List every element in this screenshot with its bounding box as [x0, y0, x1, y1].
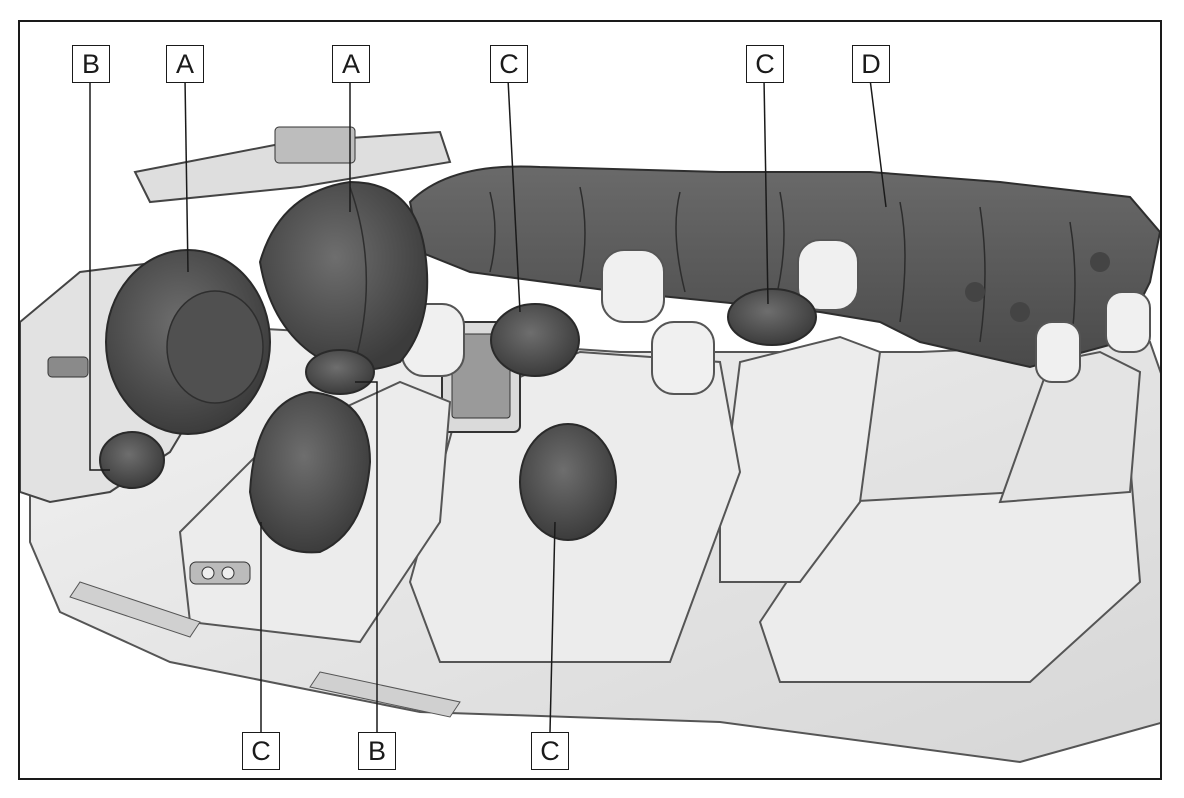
curtain-airbag-tethers: [965, 252, 1110, 322]
front-door-sill: [69, 581, 201, 638]
callout-c-second-row-seat-airbag: C: [531, 732, 569, 770]
callout-c-front-seat-side-airbag: C: [242, 732, 280, 770]
callout-d-curtain-airbag: D: [852, 45, 890, 83]
second-row-side-airbag-rear: [727, 288, 817, 346]
seat-adjust-controls: [189, 561, 251, 585]
leader-lines: [89, 78, 887, 733]
second-row-center-headrest: [651, 321, 715, 395]
rear-headrest-1: [1035, 321, 1081, 383]
curtain-airbag: [408, 165, 1160, 369]
passenger-front-airbag: [258, 180, 429, 371]
second-row-left-headrest: [601, 249, 665, 323]
callout-b-passenger-knee-airbag: B: [358, 732, 396, 770]
second-row-right-headrest: [797, 239, 859, 311]
callout-c-side-airbag-second-row: C: [490, 45, 528, 83]
passenger-knee-airbag: [305, 349, 375, 395]
second-row-side-airbag-front: [490, 303, 580, 377]
vehicle-interior-illustration: [20, 78, 1160, 764]
callout-a-passenger-airbag: A: [332, 45, 370, 83]
second-row-seat-side-airbag: [519, 423, 617, 541]
third-row-seatback: [998, 350, 1142, 504]
second-row-right-seat: [719, 335, 882, 583]
third-row-seat: [758, 460, 1142, 683]
driver-knee-airbag: [99, 431, 165, 489]
passenger-front-airbag-seam: [349, 186, 368, 363]
rear-door-sill: [309, 671, 461, 718]
front-seat-side-airbag: [248, 390, 372, 554]
rear-headrest-2: [1105, 291, 1151, 353]
driver-front-airbag-center: [166, 290, 264, 404]
figure-frame: B A A C C D C B C: [18, 20, 1162, 780]
overhead-console: [274, 126, 356, 164]
callout-c-side-airbag-second-row-rear: C: [746, 45, 784, 83]
callout-a-driver-airbag: A: [166, 45, 204, 83]
dashboard-vent: [47, 356, 89, 378]
callout-b-knee-airbag: B: [72, 45, 110, 83]
